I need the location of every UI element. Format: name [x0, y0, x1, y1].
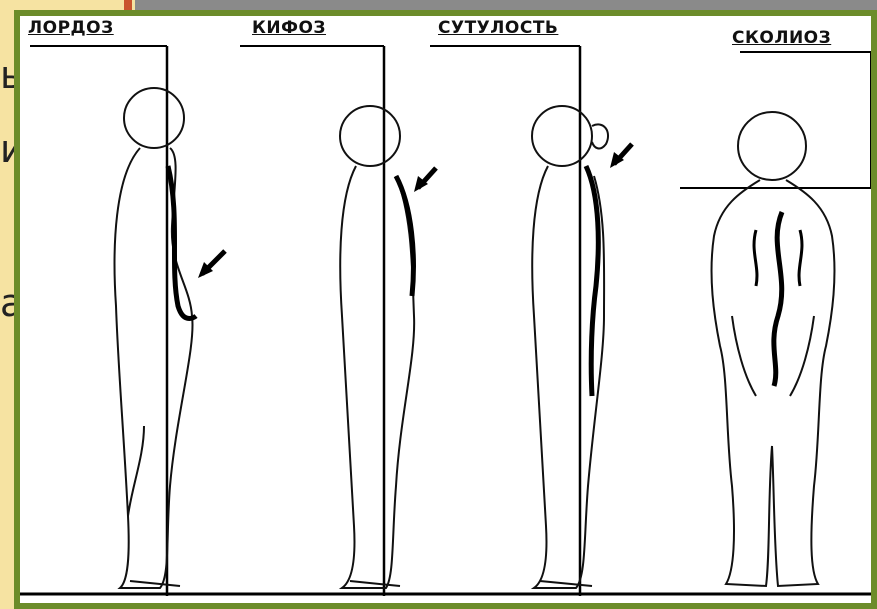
slide-accent-bar — [124, 0, 132, 10]
slide-top-band — [135, 0, 877, 10]
posture-illustration — [20, 16, 871, 603]
posture-figure: ЛОРДОЗ КИФОЗ СУТУЛОСТЬ СКОЛИОЗ — [14, 10, 877, 609]
label-stoop: СУТУЛОСТЬ — [438, 18, 558, 38]
label-scoliosis: СКОЛИОЗ — [732, 28, 831, 48]
kyphosis-figure — [340, 106, 414, 588]
label-lordosis: ЛОРДОЗ — [28, 18, 114, 38]
lordosis-figure — [115, 88, 193, 588]
stoop-figure — [532, 106, 608, 588]
label-kyphosis: КИФОЗ — [252, 18, 326, 38]
